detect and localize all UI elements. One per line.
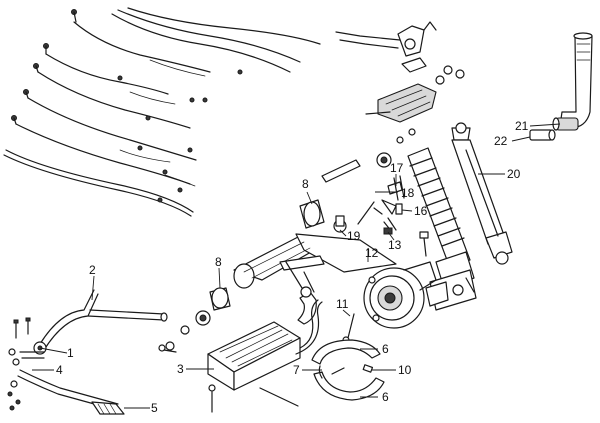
callout-5: 5 [151,401,158,415]
callout-19: 19 [347,229,361,243]
pivot-bracket [335,21,465,144]
callout-1: 1 [67,346,74,360]
callout-7: 7 [293,363,300,377]
callout-20: 20 [507,167,521,181]
callout-17: 17 [390,161,404,175]
shock-absorber [451,122,513,265]
cable-ends [11,9,243,203]
bolts [158,344,177,353]
callout-2: 2 [89,263,96,277]
small-parts [333,175,429,257]
callout-10: 10 [398,363,412,377]
brake-shoes [311,339,385,401]
control-cables [3,7,321,217]
swing-arm [233,159,397,293]
callout-6b: 6 [382,390,389,404]
callout-labels: 1 2 3 4 5 6 6 7 8 8 10 11 12 13 16 17 18… [56,119,529,415]
brake-drum [342,261,449,344]
callout-12: 12 [365,246,379,260]
callout-22: 22 [494,134,508,148]
callout-13: 13 [388,238,402,252]
callout-18: 18 [401,186,415,200]
callout-11: 11 [336,297,349,311]
muffler [207,299,323,413]
callout-21: 21 [515,119,529,133]
callout-6a: 6 [382,342,389,356]
callout-8b: 8 [215,255,222,269]
callout-8a: 8 [302,177,309,191]
steering-tube [529,32,593,141]
callout-3: 3 [177,362,184,376]
callout-4: 4 [56,363,63,377]
leader-lines [32,123,561,409]
stand-assembly [7,289,168,415]
callout-16: 16 [414,204,428,218]
